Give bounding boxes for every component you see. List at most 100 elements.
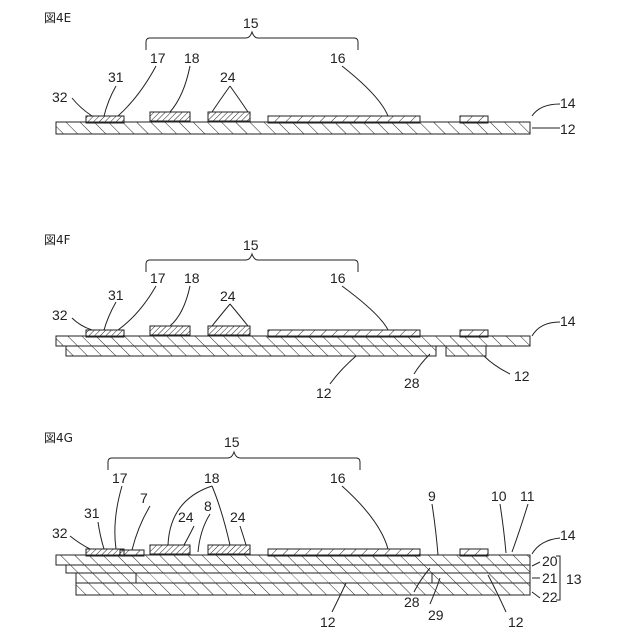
leader-31 [104,302,116,330]
label-12: 12 [560,121,576,137]
figure-4f: 図4F 15 32 31 17 18 24 16 14 12 28 12 [44,233,576,401]
label-17: 17 [150,270,166,286]
label-32: 32 [52,525,68,541]
brace-15 [146,254,358,272]
element-24 [208,112,250,121]
label-12-b: 12 [508,614,524,630]
leader-24a [184,526,194,545]
leader-14 [532,104,560,116]
element-7 [120,550,144,556]
leader-12a [330,356,356,384]
label-17: 17 [150,50,166,66]
leader-20 [532,562,540,566]
element-16 [268,549,420,556]
leader-9 [432,504,438,555]
leader-18 [170,286,190,326]
label-8: 8 [204,498,212,514]
label-15: 15 [224,434,240,450]
leader-10 [500,504,506,553]
leader-16 [342,286,388,330]
leader-12b [484,356,510,374]
leader-28 [414,354,430,374]
figure-title: 図4E [44,11,71,25]
leader-24b [240,526,246,545]
brace-15 [146,32,358,50]
label-12-b: 12 [514,368,530,384]
label-28: 28 [404,594,420,610]
label-14: 14 [560,527,576,543]
label-12-a: 12 [316,385,332,401]
label-16: 16 [330,270,346,286]
figure-title: 図4G [44,431,73,445]
label-31: 31 [108,69,124,85]
element-right-pad [460,549,488,556]
label-24-a: 24 [178,509,194,525]
leader-17 [118,66,156,116]
leader-24 [212,304,248,326]
label-13: 13 [566,571,582,587]
label-18: 18 [204,470,220,486]
leader-16 [342,66,388,116]
label-14: 14 [560,95,576,111]
label-7: 7 [140,490,148,506]
label-29: 29 [428,607,444,623]
label-20: 20 [542,553,558,569]
label-15: 15 [243,15,259,31]
leader-32 [70,536,90,549]
element-18-b [208,545,250,554]
element-16 [268,330,420,337]
layer-12-body [136,573,432,583]
leader-16 [342,486,388,549]
brace-15 [108,452,360,470]
leader-11 [512,504,528,552]
label-24: 24 [220,288,236,304]
label-14: 14 [560,313,576,329]
electrode-32 [86,330,124,337]
label-22: 22 [542,589,558,605]
label-31: 31 [108,287,124,303]
layer-12-right [446,346,486,356]
leader-24 [212,86,248,112]
leader-14 [532,538,560,554]
element-16 [268,116,420,123]
label-28: 28 [404,375,420,391]
element-18 [150,326,190,335]
element-right-pad [460,116,488,123]
layer-12-body [66,346,436,356]
leader-32 [72,318,92,330]
label-11: 11 [520,488,535,504]
layer-20 [66,565,530,573]
element-right-pad [460,330,488,337]
leader-31 [98,522,104,549]
figure-title: 図4F [44,233,71,247]
label-24-b: 24 [230,509,246,525]
label-32: 32 [52,89,68,105]
label-17: 17 [112,470,128,486]
leader-14 [532,322,560,336]
leader-18 [170,66,190,112]
electrode-32 [86,549,124,556]
leader-31 [104,86,116,116]
figure-4g: 図4G 15 32 31 [44,431,582,630]
leader-7 [132,506,150,550]
layer-14-body [56,122,530,134]
element-24 [208,326,250,335]
label-16: 16 [330,50,346,66]
leader-22 [532,592,540,598]
layer-22 [76,583,530,595]
element-18-a [150,545,190,554]
label-24: 24 [220,69,236,85]
label-18: 18 [184,50,200,66]
leader-32 [72,98,92,116]
label-32: 32 [52,307,68,323]
label-21: 21 [542,570,558,586]
label-18: 18 [184,270,200,286]
label-12-a: 12 [320,614,336,630]
leader-17 [115,486,122,549]
element-18 [150,112,190,121]
label-31: 31 [84,505,100,521]
label-10: 10 [491,488,507,504]
label-9: 9 [428,488,436,504]
leader-17 [118,286,156,330]
